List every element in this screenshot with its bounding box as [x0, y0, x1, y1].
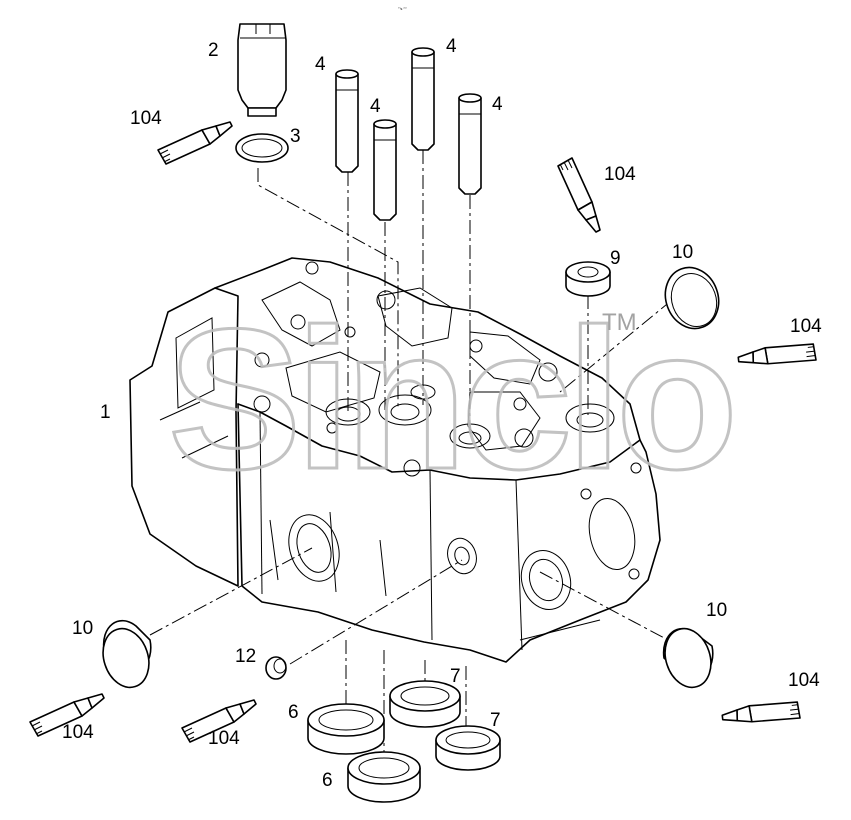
seat-insert-a — [307, 703, 385, 755]
callout-seat-ring-b: 7 — [490, 710, 501, 731]
callout-plug-top: 10 — [672, 242, 693, 263]
plug-right — [662, 627, 714, 689]
valve-guide-b — [411, 47, 435, 151]
callout-sealant-5: 104 — [208, 728, 240, 749]
valve-guide-a — [335, 69, 359, 173]
valve-guide-c — [373, 119, 397, 221]
callout-o-ring: 3 — [290, 126, 301, 147]
seat-ring-a — [389, 680, 461, 728]
small-plug — [265, 656, 287, 680]
callout-valve-guide-c: 4 — [370, 96, 381, 117]
callout-seat-insert-a: 6 — [288, 702, 299, 723]
callout-sleeve: 2 — [208, 40, 219, 61]
callout-plug-left: 10 — [72, 618, 93, 639]
injector-sleeve — [237, 23, 287, 117]
callout-labels: 1 2 3 4 4 4 4 104 104 104 104 104 104 9 … — [62, 36, 822, 791]
callout-valve-guide-b: 4 — [446, 36, 457, 57]
callout-plug-right: 10 — [706, 600, 727, 621]
plug-left — [102, 619, 152, 689]
callout-seat-ring-a: 7 — [450, 666, 461, 687]
watermark-text: Sinclo — [168, 288, 732, 511]
cylinder-head — [129, 257, 661, 663]
watermark-trademark: TM — [602, 309, 637, 336]
callout-sealant-4: 104 — [62, 722, 94, 743]
callout-sealant-3: 104 — [790, 316, 822, 337]
callout-valve-guide-d: 4 — [492, 94, 503, 115]
sealant-tube-2 — [557, 157, 601, 233]
valve-guide-d — [458, 93, 482, 195]
callout-valve-guide-a: 4 — [315, 54, 326, 75]
callout-sealant-1: 104 — [130, 108, 162, 129]
callout-sealant-2: 104 — [604, 164, 636, 185]
sealant-tube-1 — [157, 121, 233, 165]
drawing-reference: °’s ′′′′ — [398, 6, 407, 11]
callout-small-plug: 12 — [235, 646, 256, 667]
o-ring — [235, 133, 289, 163]
callout-cylinder-head: 1 — [100, 402, 111, 423]
plug-top — [664, 266, 720, 330]
bushing — [565, 261, 611, 297]
seat-insert-b — [347, 751, 421, 803]
callout-sealant-6: 104 — [788, 670, 820, 691]
seat-ring-b — [435, 725, 501, 771]
callout-seat-insert-b: 6 — [322, 770, 333, 791]
callout-bushing: 9 — [610, 248, 621, 269]
watermark: Sinclo TM — [167, 287, 740, 513]
